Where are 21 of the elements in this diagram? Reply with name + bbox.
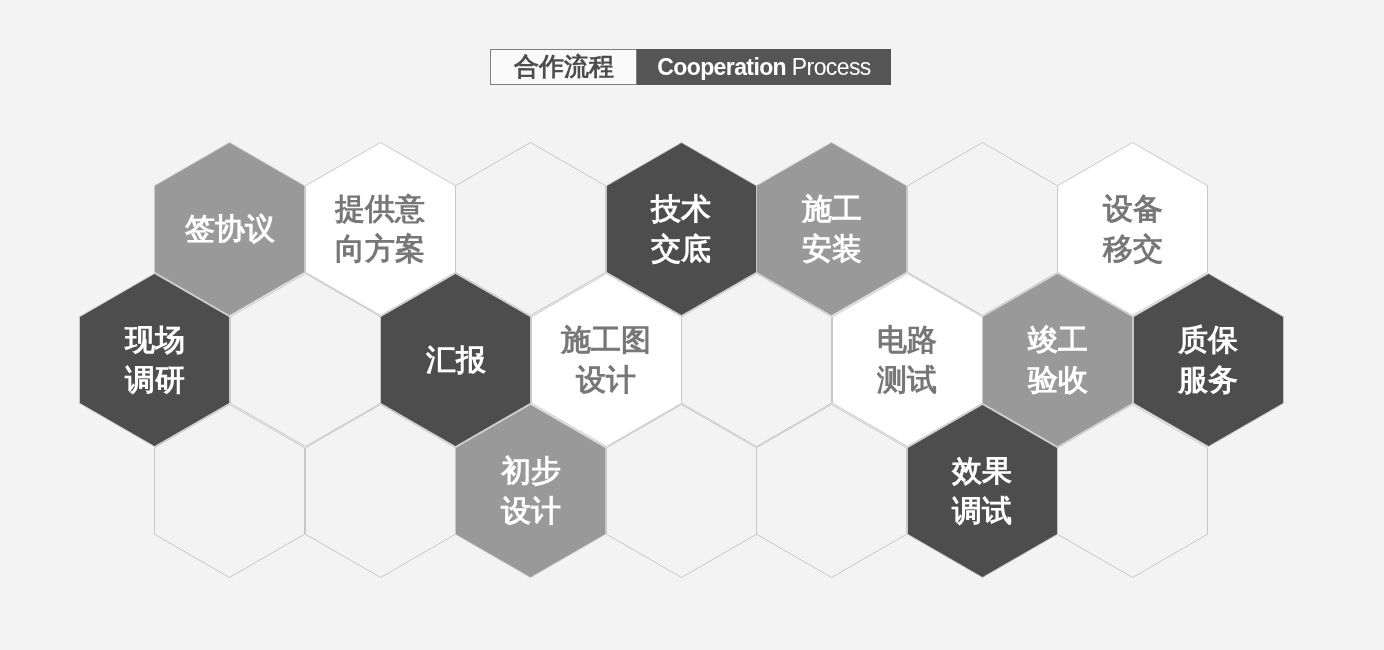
- blank-hexagon: [229, 273, 381, 447]
- step-hexagon: 效果调试: [906, 404, 1058, 578]
- blank-hexagon: [756, 404, 907, 578]
- step-hexagon: 竣工验收: [982, 273, 1133, 447]
- blank-hexagon: [304, 404, 456, 578]
- blank-hexagon: [455, 142, 606, 316]
- blank-hexagon: [605, 404, 757, 578]
- title: 合作流程: [490, 49, 637, 85]
- step-hexagon: 汇报: [380, 273, 531, 447]
- blank-hexagon: [154, 404, 305, 578]
- step-hexagon: 施工安装: [756, 142, 907, 316]
- step-hexagon: 技术交底: [605, 142, 757, 316]
- blank-hexagon: [1057, 404, 1208, 578]
- step-hexagon: 签协议: [154, 142, 305, 316]
- step-hexagon: 现场调研: [79, 273, 230, 447]
- title-banner: Cooperation Process: [637, 49, 891, 85]
- step-hexagon: 初步设计: [455, 404, 606, 578]
- step-hexagon: 质保服务: [1132, 273, 1284, 447]
- blank-hexagon: [906, 142, 1058, 316]
- step-hexagon: 设备移交: [1057, 142, 1208, 316]
- blank-hexagon: [681, 273, 832, 447]
